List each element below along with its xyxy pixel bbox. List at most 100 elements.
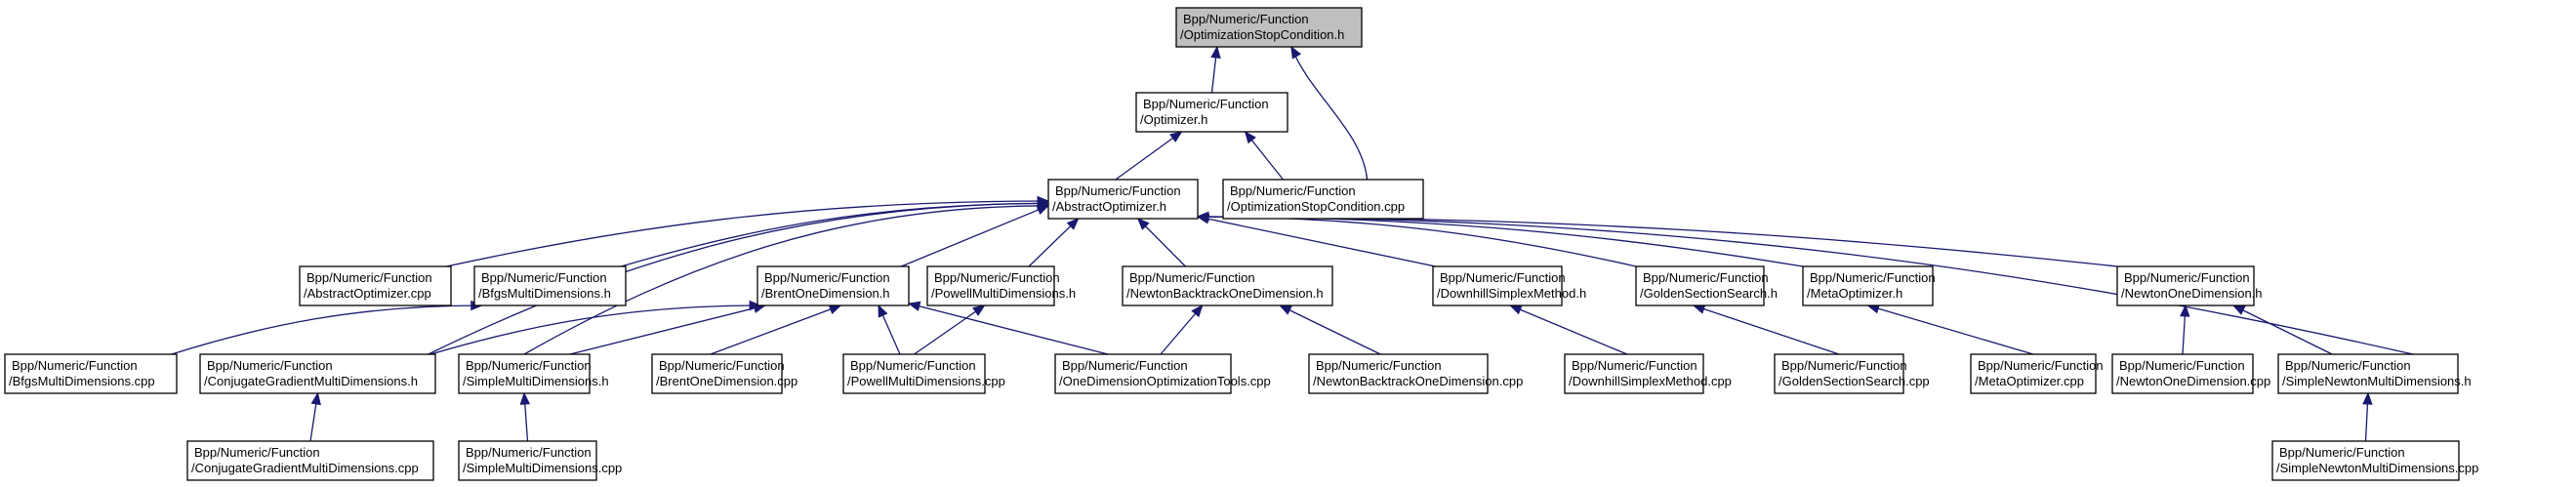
edge-line xyxy=(171,304,482,355)
arrowhead-icon xyxy=(1279,304,1292,315)
graph-node-simple-h[interactable]: Bpp/Numeric/Function/SimpleMultiDimensio… xyxy=(458,353,609,394)
arrowhead-icon xyxy=(972,304,986,316)
node-label-line2: /SimpleNewtonMultiDimensions.cpp xyxy=(2276,461,2478,475)
dependency-edge xyxy=(710,304,842,355)
node-box xyxy=(199,353,436,394)
arrowhead-icon xyxy=(828,304,842,314)
node-label-line2: /NewtonBacktrackOneDimension.h xyxy=(1126,286,1324,301)
node-box xyxy=(1802,265,1934,306)
node-label-line1: Bpp/Numeric/Function xyxy=(2279,445,2405,460)
dependency-edge xyxy=(519,391,531,442)
graph-node-osc-h[interactable]: Bpp/Numeric/Function/OptimizationStopCon… xyxy=(1175,7,1363,48)
node-box xyxy=(1054,353,1232,394)
graph-node-odot-cpp[interactable]: Bpp/Numeric/Function/OneDimensionOptimiz… xyxy=(1054,353,1271,394)
node-label-line1: Bpp/Numeric/Function xyxy=(466,358,592,373)
arrowhead-icon xyxy=(519,391,531,405)
dependency-edge xyxy=(2362,391,2373,442)
node-label-line1: Bpp/Numeric/Function xyxy=(1781,358,1907,373)
edge-line xyxy=(621,202,1049,267)
node-label-line2: /PowellMultiDimensions.cpp xyxy=(847,374,1005,388)
graph-node-newtonbt-cpp[interactable]: Bpp/Numeric/Function/NewtonBacktrackOneD… xyxy=(1308,353,1523,394)
node-box xyxy=(926,265,1055,306)
edge-line xyxy=(446,200,1049,267)
graph-node-newton1d-h[interactable]: Bpp/Numeric/Function/NewtonOneDimension.… xyxy=(2116,265,2263,306)
node-label-line2: /MetaOptimizer.cpp xyxy=(1975,374,2084,388)
graph-node-cg-h[interactable]: Bpp/Numeric/Function/ConjugateGradientMu… xyxy=(199,353,436,394)
node-box xyxy=(2271,440,2460,481)
graph-node-brent-cpp[interactable]: Bpp/Numeric/Function/BrentOneDimension.c… xyxy=(651,353,797,394)
graph-node-snewton-cpp[interactable]: Bpp/Numeric/Function/SimpleNewtonMultiDi… xyxy=(2271,440,2478,481)
node-box xyxy=(1122,265,1333,306)
arrowhead-icon xyxy=(1508,304,1523,315)
graph-node-abstract-h[interactable]: Bpp/Numeric/Function/AbstractOptimizer.h xyxy=(1047,179,1199,220)
node-label-line1: Bpp/Numeric/Function xyxy=(1316,358,1442,373)
edge-line xyxy=(914,304,985,355)
node-label-line1: Bpp/Numeric/Function xyxy=(466,445,592,460)
dependency-edge xyxy=(2231,304,2333,355)
graph-node-powell-h[interactable]: Bpp/Numeric/Function/PowellMultiDimensio… xyxy=(926,265,1076,306)
node-label-line1: Bpp/Numeric/Function xyxy=(850,358,976,373)
edge-line xyxy=(2232,304,2333,355)
graph-node-newtonbt-h[interactable]: Bpp/Numeric/Function/NewtonBacktrackOneD… xyxy=(1122,265,1333,306)
arrowhead-icon xyxy=(878,304,888,318)
node-label-line1: Bpp/Numeric/Function xyxy=(659,358,785,373)
node-label-line2: /NewtonOneDimension.cpp xyxy=(2116,374,2270,388)
node-label-line2: /AbstractOptimizer.cpp xyxy=(304,286,431,301)
node-box xyxy=(458,353,591,394)
edge-line xyxy=(1197,216,2414,355)
dependency-edge xyxy=(1136,218,1186,267)
node-label-line1: Bpp/Numeric/Function xyxy=(1055,183,1181,198)
graph-node-golden-cpp[interactable]: Bpp/Numeric/Function/GoldenSectionSearch… xyxy=(1774,353,1930,394)
arrowhead-icon xyxy=(1169,131,1183,142)
graph-node-bfgs-cpp[interactable]: Bpp/Numeric/Function/BfgsMultiDimensions… xyxy=(4,353,178,394)
node-label-line2: /ConjugateGradientMultiDimensions.cpp xyxy=(191,461,419,475)
node-box xyxy=(2111,353,2254,394)
arrowhead-icon xyxy=(907,301,921,311)
dependency-edge xyxy=(1196,211,2414,355)
graph-node-golden-h[interactable]: Bpp/Numeric/Function/GoldenSectionSearch… xyxy=(1635,265,1778,306)
node-label-line2: /GoldenSectionSearch.cpp xyxy=(1779,374,1930,388)
graph-node-meta-h[interactable]: Bpp/Numeric/Function/MetaOptimizer.h xyxy=(1802,265,1936,306)
edge-line xyxy=(569,304,765,355)
dependency-edge xyxy=(1508,304,1628,355)
node-label-line1: Bpp/Numeric/Function xyxy=(2124,270,2250,285)
graph-node-simple-cpp[interactable]: Bpp/Numeric/Function/SimpleMultiDimensio… xyxy=(458,440,622,481)
graph-node-cg-cpp[interactable]: Bpp/Numeric/Function/ConjugateGradientMu… xyxy=(186,440,434,481)
graph-node-bfgs-h[interactable]: Bpp/Numeric/Function/BfgsMultiDimensions… xyxy=(473,265,627,306)
node-label-line2: /NewtonOneDimension.h xyxy=(2121,286,2263,301)
dependency-edge xyxy=(523,200,1050,355)
graph-node-downhill-h[interactable]: Bpp/Numeric/Function/DownhillSimplexMeth… xyxy=(1432,265,1586,306)
node-box xyxy=(1564,353,1704,394)
node-label-line2: /NewtonBacktrackOneDimension.cpp xyxy=(1313,374,1523,388)
node-label-line1: Bpp/Numeric/Function xyxy=(12,358,138,373)
dependency-edge xyxy=(1210,45,1221,94)
node-label-line2: /SimpleMultiDimensions.cpp xyxy=(463,461,622,475)
arrowhead-icon xyxy=(2362,391,2373,405)
graph-node-newton1d-cpp[interactable]: Bpp/Numeric/Function/NewtonOneDimension.… xyxy=(2111,353,2270,394)
graph-node-meta-cpp[interactable]: Bpp/Numeric/Function/MetaOptimizer.cpp xyxy=(1970,353,2104,394)
node-label-line1: Bpp/Numeric/Function xyxy=(1062,358,1188,373)
dependency-edge xyxy=(309,391,321,442)
graph-node-snewton-h[interactable]: Bpp/Numeric/Function/SimpleNewtonMultiDi… xyxy=(2277,353,2472,394)
node-box xyxy=(842,353,986,394)
edge-line xyxy=(1197,216,1436,267)
edge-line xyxy=(901,205,1049,267)
edge-line xyxy=(428,202,1049,355)
node-label-line2: /Optimizer.h xyxy=(1140,112,1207,127)
graph-node-downhill-cpp[interactable]: Bpp/Numeric/Function/DownhillSimplexMeth… xyxy=(1564,353,1732,394)
graph-node-optimizer-h[interactable]: Bpp/Numeric/Function/Optimizer.h xyxy=(1135,92,1288,133)
arrowhead-icon xyxy=(2180,304,2190,317)
node-box xyxy=(1175,7,1363,48)
arrowhead-icon xyxy=(1066,218,1080,230)
graph-node-powell-cpp[interactable]: Bpp/Numeric/Function/PowellMultiDimensio… xyxy=(842,353,1005,394)
node-box xyxy=(1222,179,1424,220)
node-label-line1: Bpp/Numeric/Function xyxy=(207,358,333,373)
graph-node-abstract-cpp[interactable]: Bpp/Numeric/Function/AbstractOptimizer.c… xyxy=(299,265,452,306)
node-label-line2: /SimpleNewtonMultiDimensions.h xyxy=(2282,374,2472,388)
dependency-edge xyxy=(569,303,767,355)
node-label-line1: Bpp/Numeric/Function xyxy=(194,445,320,460)
graph-node-osc-cpp[interactable]: Bpp/Numeric/Function/OptimizationStopCon… xyxy=(1222,179,1424,220)
graph-node-brent-h[interactable]: Bpp/Numeric/Function/BrentOneDimension.h xyxy=(756,265,910,306)
node-label-line1: Bpp/Numeric/Function xyxy=(1143,97,1269,111)
